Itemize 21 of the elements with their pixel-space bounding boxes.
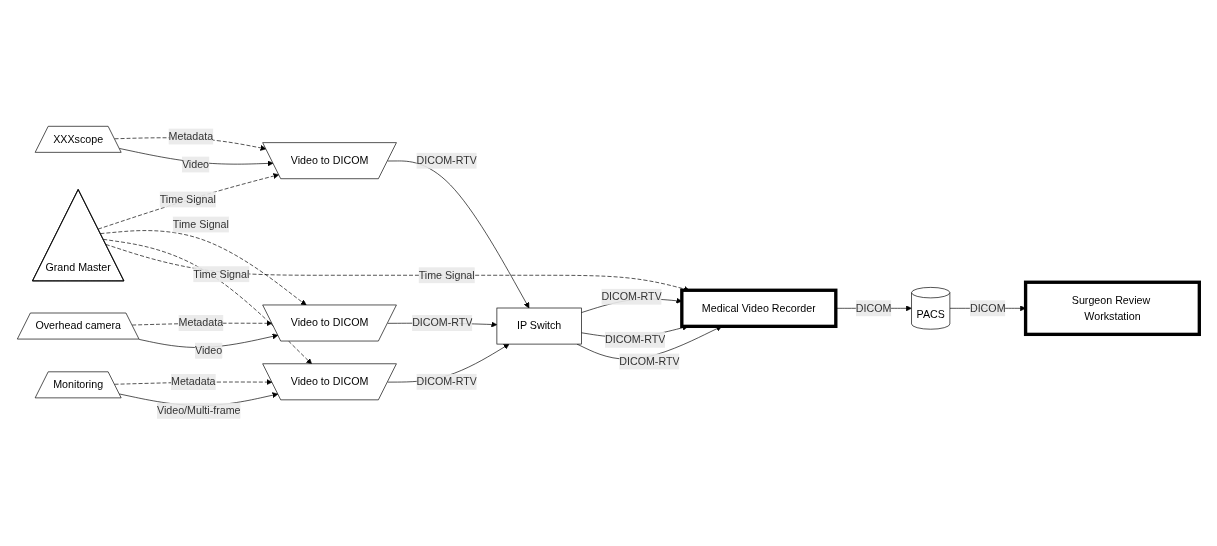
- edge-label: DICOM: [970, 302, 1006, 315]
- edge-label: Video/Multi-frame: [157, 405, 241, 417]
- edge-label: Time Signal: [418, 269, 475, 282]
- edge-label: Time Signal: [172, 218, 230, 231]
- edge-label: Metadata: [171, 376, 216, 388]
- edge-label: Time Signal: [159, 193, 216, 206]
- edge-label: Video: [195, 345, 223, 357]
- edge-label: DICOM-RTV: [416, 155, 478, 167]
- node-box: IP Switch: [496, 308, 582, 345]
- edge-label: DICOM-RTV: [416, 376, 478, 388]
- edge-label: DICOM-RTV: [605, 334, 666, 346]
- edge-label: DICOM: [856, 302, 892, 315]
- edge-label: Metadata: [168, 131, 214, 143]
- node-box: Medical Video Recorder: [680, 289, 838, 329]
- edge-label: DICOM-RTV: [412, 317, 473, 329]
- edge-label: Metadata: [178, 317, 224, 329]
- edge-label: DICOM-RTV: [601, 291, 662, 303]
- node-box: Surgeon Review Workstation: [1024, 281, 1202, 337]
- edge-label: DICOM-RTV: [619, 355, 680, 368]
- edge-label: Video: [182, 159, 210, 171]
- edge-label: Time Signal: [193, 268, 250, 281]
